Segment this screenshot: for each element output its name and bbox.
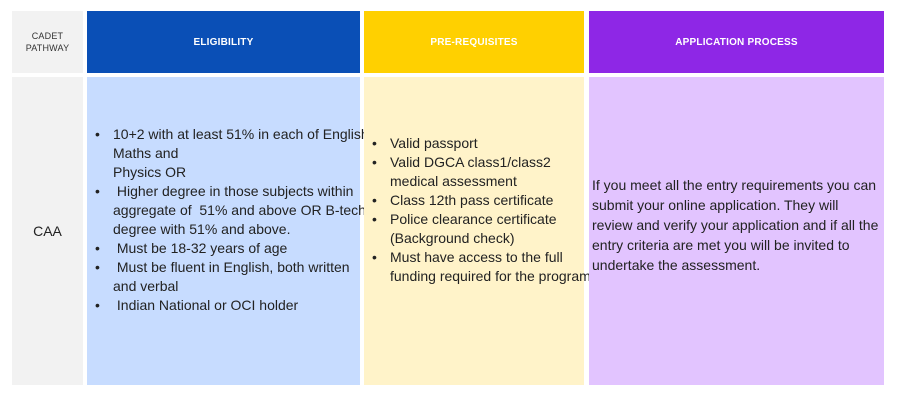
bullet-icon: • [372,154,377,170]
list-item-text: Higher degree in those subjects within a… [113,183,366,237]
list-item-text: Must be fluent in English, both written … [113,259,354,294]
list-item-text: Valid passport [390,135,478,151]
list-item: •10+2 with at least 51% in each of Engli… [95,125,375,163]
header-eligibility: ELIGIBILITY [87,11,360,73]
list-item: • Police clearance certificate (Backgroun… [372,210,600,248]
list-item-text: Indian National or OCI holder [113,297,299,313]
bullet-icon: • [95,183,100,199]
header-application-process: APPLICATION PROCESS [589,11,884,73]
eligibility-cell: • 10+2 with at least 51% in each of Engli… [87,77,373,385]
header-prerequisites: PRE-REQUISITES [364,11,584,73]
bullet-icon: • [372,192,377,208]
header-prerequisites-label: PRE-REQUISITES [430,36,518,48]
list-item-text: 10+2 with at least 51% in each of Englis… [113,126,373,161]
list-item-text: Must be 18-32 years of age [113,240,288,256]
list-item: • Valid passport [372,134,600,153]
list-item: • Must be fluent in English, both writte… [95,258,375,296]
bullet-icon: • [372,249,377,265]
pathway-cell: CAA [12,77,83,385]
bullet-icon: • [372,135,377,151]
list-item-text: Valid DGCA class1/class2 medical assessm… [390,154,551,189]
eligibility-list: •10+2 with at least 51% in each of Engli… [87,125,375,315]
prerequisites-cell: • Valid passport • Valid DGCA class1/class… [364,77,591,385]
list-item-text: Must have access to the full funding req… [390,249,591,284]
list-item: • Indian National or OCI holder [95,296,375,315]
list-item: • Class 12th pass certificate [372,191,600,210]
bullet-icon: • [372,211,377,227]
bullet-icon: • [95,126,100,142]
list-item: Physics OR [113,163,375,182]
application-process-text: If you meet all the entry requirements y… [592,177,879,273]
list-item: • Must be 18-32 years of age [95,239,375,258]
header-eligibility-label: ELIGIBILITY [193,36,254,48]
header-application-process-label: APPLICATION PROCESS [675,36,798,48]
header-cadet-pathway-label: CADET PATHWAY [25,31,70,53]
bullet-icon: • [95,297,100,313]
list-item-text: Physics OR [113,164,187,180]
list-item-text: Class 12th pass certificate [390,192,554,208]
prerequisites-list: • Valid passport • Valid DGCA class1/class… [364,134,600,286]
pathway-value: CAA [33,223,62,239]
list-item: • Higher degree in those subjects within… [95,182,375,239]
list-item: • Valid DGCA class1/class2 medical assess… [372,153,600,191]
list-item-text: Police clearance certificate (Background… [390,211,557,246]
bullet-icon: • [95,240,100,256]
header-cadet-pathway: CADET PATHWAY [12,11,83,73]
list-item: • Must have access to the full funding re… [372,248,600,286]
application-process-cell: If you meet all the entry requirements y… [589,77,884,385]
bullet-icon: • [95,259,100,275]
